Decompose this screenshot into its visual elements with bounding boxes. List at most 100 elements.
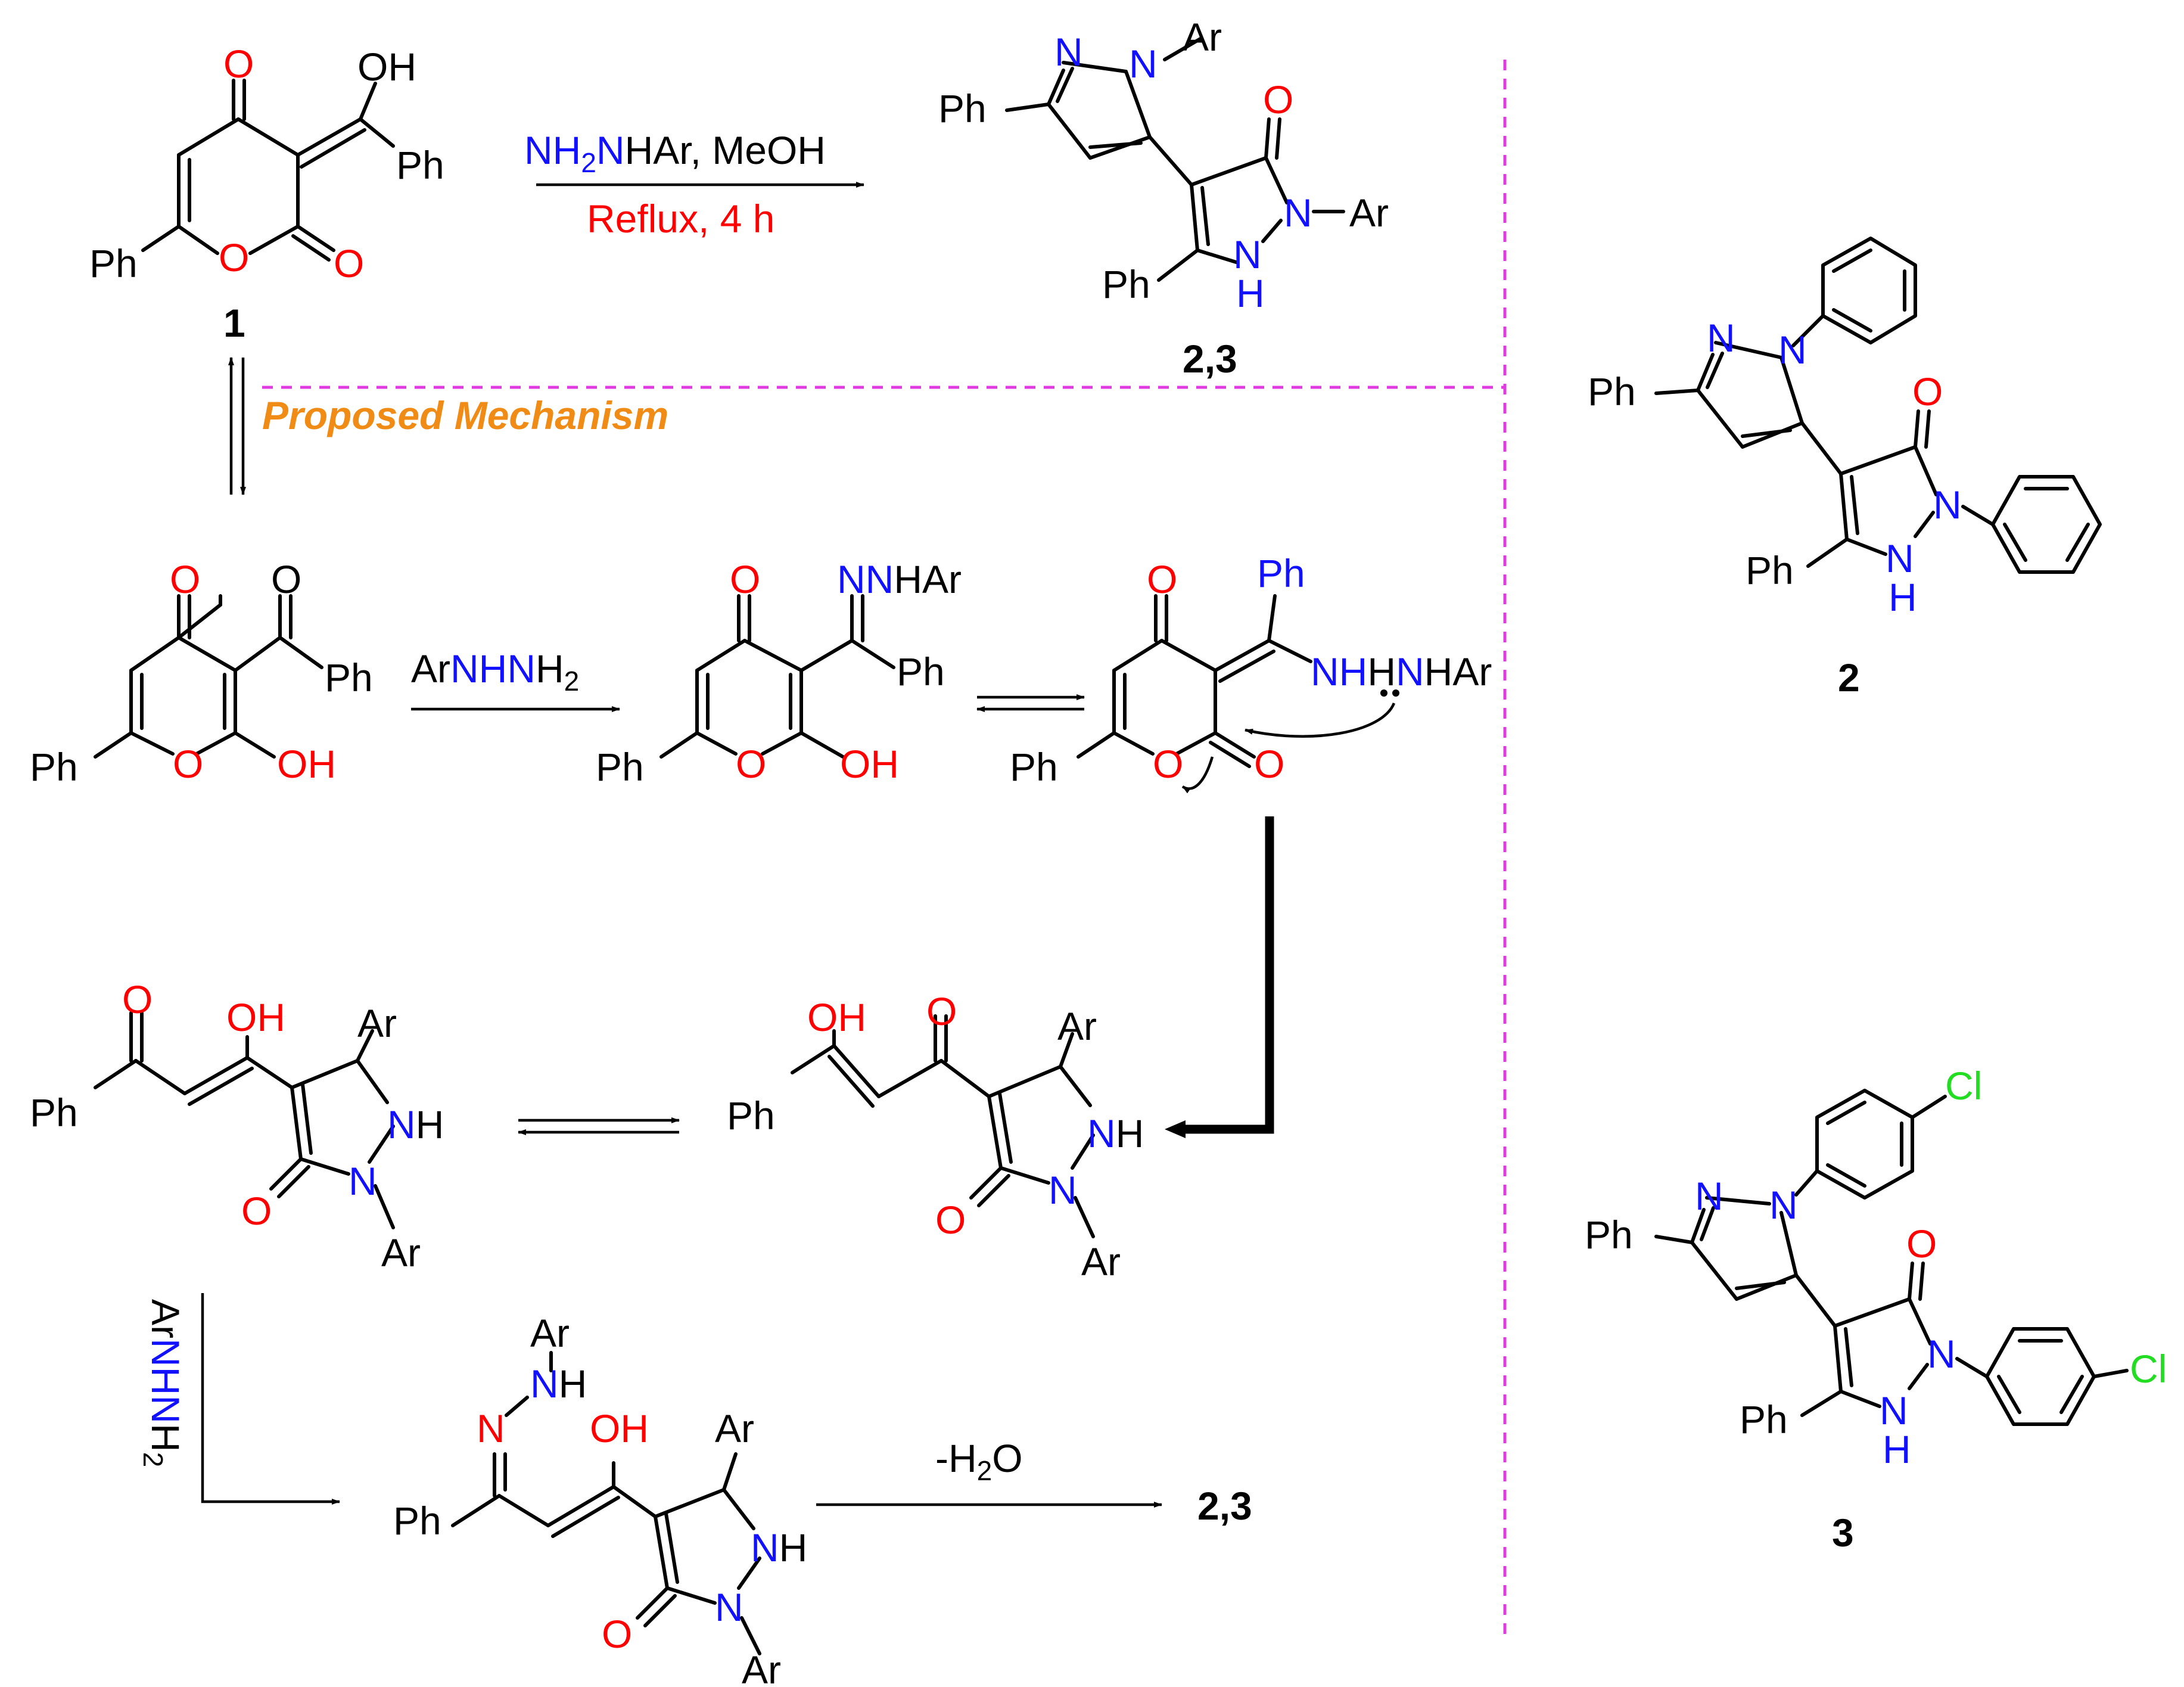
- atom-ar: Ar: [1081, 1239, 1121, 1284]
- compound-label-3: 3: [1832, 1511, 1854, 1555]
- atom-ph: Ph: [30, 745, 78, 789]
- atom-o: O: [935, 1198, 966, 1242]
- atom-n: N: [1129, 42, 1158, 86]
- atom-ph: Ph: [897, 650, 945, 694]
- atom-o: O: [1906, 1222, 1937, 1266]
- hydrazine-second-arrow: [201, 1293, 340, 1505]
- atom-ph: Ph: [1585, 1213, 1633, 1257]
- compound-label-2-3-final: 2,3: [1197, 1484, 1252, 1528]
- atom-n: N: [1933, 483, 1962, 527]
- atom-nh: NH: [751, 1526, 807, 1570]
- atom-ring-o: O: [736, 742, 766, 786]
- mechanism-structure-pyrazolone-right: [791, 1014, 1095, 1238]
- atom-nh: NH: [387, 1102, 444, 1147]
- atom-ph: Ph: [727, 1093, 775, 1138]
- atom-ring-o: O: [219, 235, 249, 279]
- atom-h: H: [1889, 575, 1917, 619]
- compound-2-structure: [1654, 237, 2102, 574]
- atom-ph: Ph: [1102, 262, 1150, 306]
- atom-ph: Ph: [938, 86, 987, 131]
- ring-opening-arrow: [1181, 756, 1214, 794]
- atom-ar: Ar: [715, 1406, 754, 1450]
- mechanism-structure-final-intermediate: [451, 1351, 761, 1655]
- atom-o: O: [602, 1612, 632, 1656]
- atom-ar: Ar: [1057, 1004, 1097, 1048]
- reagent-arylhydrazine-side: ArNHNH2: [138, 1299, 188, 1467]
- atom-nh: NH: [530, 1362, 587, 1406]
- lone-pair-dot: [1392, 689, 1399, 697]
- atom-o: O: [1254, 742, 1284, 786]
- atom-h: H: [1883, 1427, 1911, 1471]
- atom-o: O: [122, 977, 153, 1021]
- atom-oh: OH: [840, 742, 899, 786]
- mechanism-structure-hydrazone: [659, 594, 895, 759]
- atom-o: O: [223, 42, 254, 86]
- atom-n: N: [477, 1406, 505, 1450]
- atom-cl: Cl: [1945, 1064, 1982, 1108]
- atom-o: O: [730, 557, 760, 601]
- atom-n: N: [1233, 232, 1262, 276]
- atom-ar: Ar: [1349, 191, 1389, 235]
- atom-ar: Ar: [742, 1648, 781, 1687]
- atom-ph: Ph: [1740, 1397, 1788, 1441]
- atom-oh: OH: [277, 742, 336, 786]
- atom-n: N: [1054, 30, 1083, 74]
- atom-ph: Ph: [396, 143, 444, 187]
- atom-ar: Ar: [357, 1001, 397, 1045]
- atom-oh: OH: [357, 45, 416, 89]
- step-arrow-down: [1186, 816, 1274, 1134]
- atom-ph: Ph: [325, 655, 373, 700]
- atom-ph: Ph: [393, 1499, 441, 1543]
- lone-pair-dot: [1380, 689, 1387, 697]
- atom-ph: Ph: [89, 241, 138, 285]
- reaction-condition: Reflux, 4 h: [587, 197, 775, 241]
- atom-n: N: [1695, 1174, 1723, 1218]
- atom-cl: Cl: [2130, 1347, 2167, 1391]
- compound-label-1: 1: [223, 301, 245, 345]
- atom-ar: Ar: [381, 1231, 421, 1275]
- atom-ar: Ar: [1183, 15, 1222, 59]
- atom-n: N: [1778, 328, 1807, 372]
- atom-ph: Ph: [1746, 548, 1794, 592]
- product-generic-structure: [1005, 37, 1345, 282]
- atom-o: O: [241, 1189, 272, 1233]
- mechanism-title: Proposed Mechanism: [262, 393, 668, 437]
- mechanism-structure-keto-hydrazine: [1077, 594, 1312, 768]
- atom-n: N: [715, 1585, 743, 1629]
- compound-3-structure: [1654, 1089, 2129, 1426]
- atom-o: O: [271, 557, 301, 601]
- atom-n: N: [1769, 1183, 1798, 1227]
- atom-ar: Ar: [530, 1311, 570, 1355]
- atom-ph: Ph: [596, 745, 644, 789]
- atom-o: O: [1912, 369, 1943, 414]
- atom-n: N: [1284, 191, 1312, 235]
- atom-nh: NH: [1087, 1111, 1144, 1155]
- nucleophilic-attack-arrow: [1245, 703, 1396, 738]
- atom-o: O: [1147, 557, 1177, 601]
- mechanism-structure-pyrazolone-left: [94, 1011, 395, 1229]
- atom-n: N: [1880, 1388, 1908, 1433]
- reagent-arylhydrazine: ArNHNH2: [411, 647, 579, 697]
- atom-oh: OH: [590, 1406, 649, 1450]
- atom-n: N: [1707, 316, 1735, 360]
- atom-oh: OH: [226, 995, 285, 1039]
- atom-o: O: [1263, 77, 1293, 122]
- atom-oh: OH: [807, 995, 866, 1039]
- atom-h: H: [1236, 271, 1265, 315]
- atom-n: N: [349, 1159, 377, 1203]
- reagent-hydrazine-methanol: NH2NHAr, MeOH: [524, 128, 826, 178]
- compound-label-2: 2: [1838, 655, 1860, 700]
- atom-n: N: [1049, 1168, 1077, 1212]
- atom-ring-o: O: [1153, 742, 1183, 786]
- atom-o: O: [170, 557, 200, 601]
- atom-ph: Ph: [1588, 369, 1636, 414]
- atom-nhnhar: NHHNHAr: [1311, 650, 1492, 694]
- atom-n: N: [1886, 536, 1914, 580]
- dehydration-label: -H2O: [935, 1436, 1023, 1486]
- compound-1-structure: [141, 79, 395, 262]
- atom-n: N: [1927, 1332, 1956, 1376]
- atom-ph: Ph: [1257, 551, 1305, 595]
- atom-o: O: [334, 241, 364, 285]
- atom-ph: Ph: [30, 1091, 78, 1135]
